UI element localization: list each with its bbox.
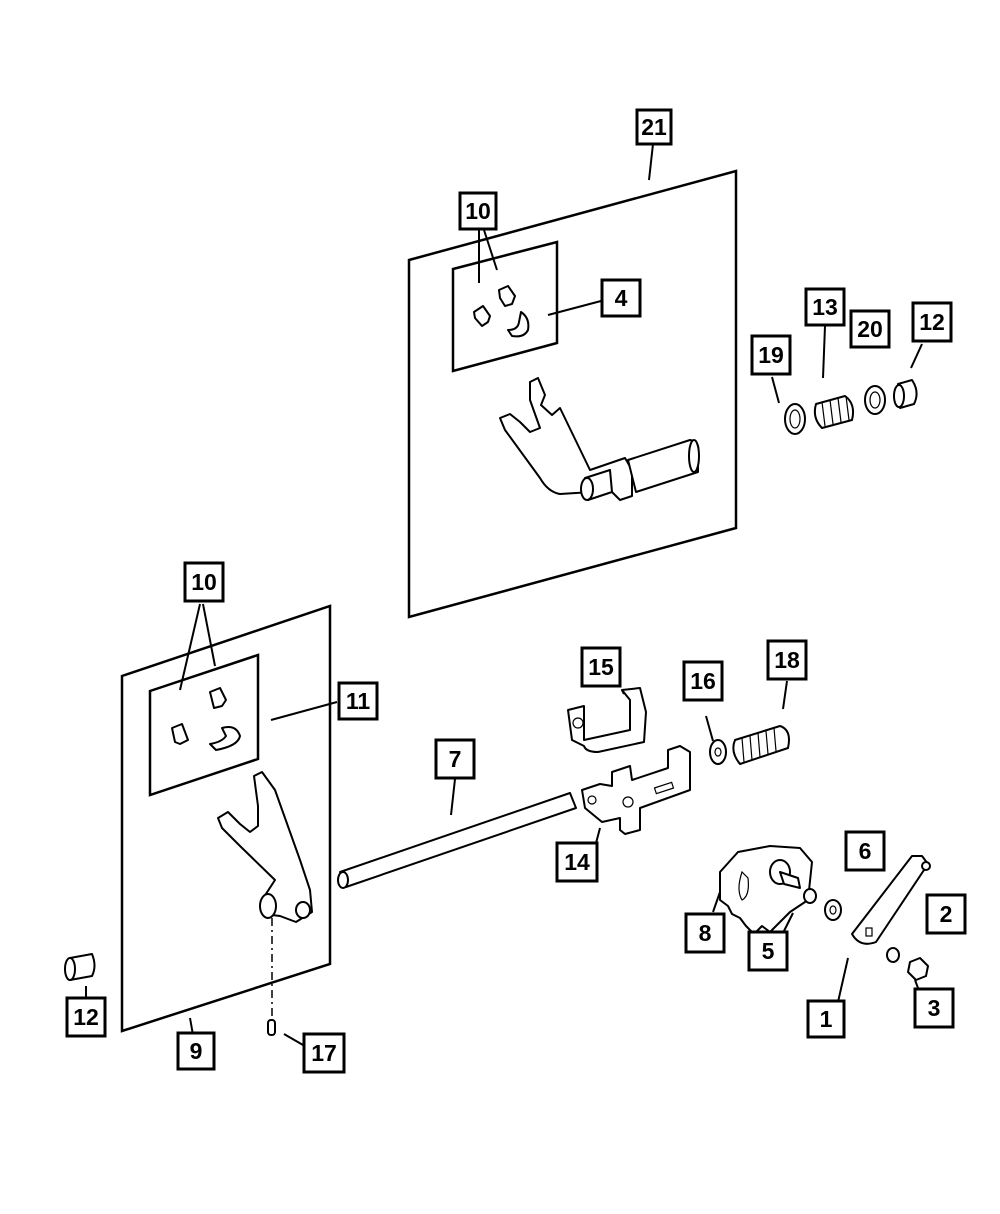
callout-4[interactable]: 4 xyxy=(600,278,642,318)
callout-3[interactable]: 3 xyxy=(913,987,955,1029)
lower-kit-panel xyxy=(120,604,332,1036)
washer-16 xyxy=(709,739,727,765)
callout-5[interactable]: 5 xyxy=(747,930,789,972)
spring-13 xyxy=(813,395,855,429)
nut-3 xyxy=(907,957,929,981)
callout-2[interactable]: 2 xyxy=(925,893,967,935)
svg-text:8: 8 xyxy=(699,920,712,946)
callout-19[interactable]: 19 xyxy=(750,334,792,376)
callout-9[interactable]: 9 xyxy=(176,1031,216,1071)
svg-text:11: 11 xyxy=(346,688,371,714)
svg-text:18: 18 xyxy=(774,647,800,673)
svg-text:21: 21 xyxy=(641,114,667,140)
svg-text:10: 10 xyxy=(465,198,491,224)
svg-text:7: 7 xyxy=(449,746,462,772)
fork-pad-upper-1 xyxy=(473,305,491,327)
callout-13[interactable]: 13 xyxy=(804,287,846,327)
snap-ring xyxy=(803,888,817,904)
upper-shift-fork xyxy=(499,377,700,501)
fork-pad-lower-3 xyxy=(209,726,241,751)
bracket xyxy=(567,687,647,753)
fork-pad-upper-2 xyxy=(498,285,516,307)
callout-6[interactable]: 6 xyxy=(844,830,886,872)
fork-pad-upper-3 xyxy=(507,311,530,338)
svg-text:19: 19 xyxy=(758,342,784,368)
leader-lines xyxy=(85,143,923,1046)
callout-10-upper[interactable]: 10 xyxy=(458,191,498,231)
svg-text:10: 10 xyxy=(191,569,217,595)
svg-text:6: 6 xyxy=(859,838,872,864)
callout-7[interactable]: 7 xyxy=(434,738,476,780)
lower-shift-fork xyxy=(217,771,313,923)
callout-14[interactable]: 14 xyxy=(555,841,599,883)
svg-text:16: 16 xyxy=(690,668,716,694)
callout-12-lower[interactable]: 12 xyxy=(65,996,107,1038)
callout-16[interactable]: 16 xyxy=(682,660,724,702)
bushing-upper-right xyxy=(893,379,918,409)
fork-pad-lower-2 xyxy=(209,687,227,709)
svg-text:5: 5 xyxy=(762,938,775,964)
washer-19 xyxy=(784,403,806,435)
callout-1[interactable]: 1 xyxy=(806,999,846,1039)
svg-text:4: 4 xyxy=(615,285,628,311)
svg-text:17: 17 xyxy=(311,1040,337,1066)
svg-text:14: 14 xyxy=(564,849,590,875)
svg-text:12: 12 xyxy=(919,309,945,335)
bushing-lower-left xyxy=(64,953,96,981)
callout-17[interactable]: 17 xyxy=(302,1032,346,1074)
shift-lug xyxy=(581,745,691,835)
callout-11[interactable]: 11 xyxy=(337,681,379,721)
washer-2 xyxy=(886,947,900,963)
shift-rail xyxy=(337,792,577,889)
svg-text:3: 3 xyxy=(928,995,941,1021)
fork-pad-lower-1 xyxy=(171,723,189,745)
callout-18[interactable]: 18 xyxy=(766,639,808,681)
callout-15[interactable]: 15 xyxy=(580,646,622,688)
seal-20 xyxy=(864,385,886,415)
svg-text:20: 20 xyxy=(857,316,883,342)
callout-12-upper[interactable]: 12 xyxy=(911,301,953,343)
spring-18 xyxy=(732,725,790,765)
seal-washer xyxy=(824,899,842,921)
callout-10-lower[interactable]: 10 xyxy=(183,561,225,603)
svg-text:15: 15 xyxy=(588,654,614,680)
shift-lever xyxy=(851,855,931,945)
callout-8[interactable]: 8 xyxy=(684,912,726,954)
svg-text:12: 12 xyxy=(73,1004,99,1030)
callout-21[interactable]: 21 xyxy=(635,108,673,146)
svg-text:13: 13 xyxy=(812,294,838,320)
upper-kit-panel xyxy=(407,169,738,619)
svg-text:2: 2 xyxy=(940,901,953,927)
roll-pin xyxy=(267,1019,276,1036)
sector-plate xyxy=(719,845,813,935)
svg-text:1: 1 xyxy=(820,1006,833,1032)
svg-text:9: 9 xyxy=(190,1038,203,1064)
callout-20[interactable]: 20 xyxy=(849,309,891,349)
